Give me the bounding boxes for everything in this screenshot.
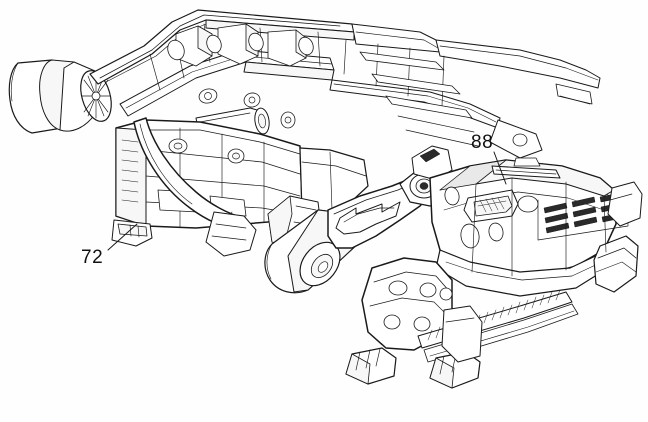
left-top-plates	[359, 51, 479, 147]
right-lower-nose	[361, 257, 453, 351]
callout-88-leader	[493, 151, 507, 185]
switch-recess	[463, 189, 539, 223]
base-foot-right	[429, 305, 483, 389]
left-rear-bracket	[489, 83, 593, 159]
callout-88-label: 88	[471, 132, 494, 153]
left-upper-rail	[89, 9, 601, 89]
base-foot-left	[345, 347, 397, 385]
left-mid-beam	[119, 49, 501, 129]
shell-seams	[471, 177, 607, 277]
left-assembly	[8, 9, 601, 257]
top-cap-ridge	[491, 157, 561, 179]
left-grip-cylinder	[8, 59, 112, 134]
callout-72-leader	[107, 223, 138, 251]
left-lower-housing	[115, 119, 303, 229]
right-rear-tail	[593, 181, 643, 293]
right-assembly	[264, 145, 643, 389]
callout-72-label: 72	[81, 247, 104, 268]
left-foot-clip	[111, 219, 153, 247]
